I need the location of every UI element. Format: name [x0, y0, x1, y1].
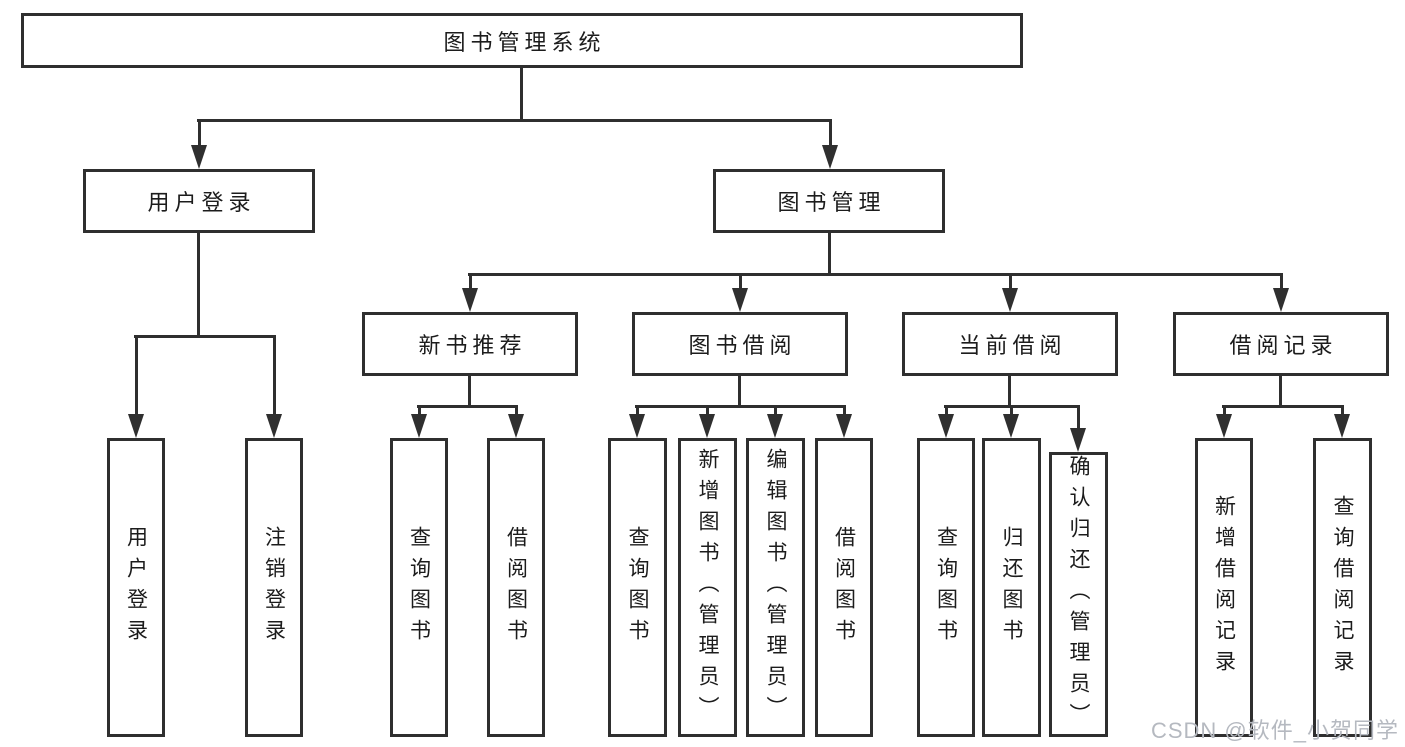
arrow-down-icon	[411, 405, 427, 438]
node-user-login: 用户登录	[83, 169, 315, 233]
connector-user-login-stub	[197, 233, 200, 335]
arrow-down-icon	[266, 335, 282, 438]
arrow-down-icon	[128, 335, 144, 438]
arrow-down-icon	[629, 405, 645, 438]
node-label: 用户登录	[147, 190, 256, 215]
connector-root-stub	[520, 68, 523, 119]
node-label: 查询图书	[407, 525, 431, 650]
connector-book-management-stub	[828, 233, 831, 273]
csdn-watermark: CSDN @软件_小贺同学	[1150, 718, 1399, 743]
arrow-down-icon	[767, 405, 783, 438]
node-label: 用户登录	[124, 525, 148, 650]
leaf-return-books: 归还图书	[982, 438, 1041, 737]
connector-user-login-split	[134, 335, 276, 338]
connector-borrow-records-stub	[1279, 376, 1282, 405]
leaf-query-books-recommend: 查询图书	[390, 438, 448, 737]
connector-book-borrow-stub	[738, 376, 741, 405]
connector-borrow-records-split	[1222, 405, 1344, 408]
leaf-query-books-current: 查询图书	[917, 438, 975, 737]
arrow-down-icon	[1216, 405, 1232, 438]
arrow-down-icon	[1070, 405, 1086, 452]
arrow-down-icon	[1003, 405, 1019, 438]
connector-current-borrow-stub	[1008, 376, 1011, 405]
leaf-borrow-books-recommend: 借阅图书	[487, 438, 545, 737]
arrow-down-icon	[822, 119, 838, 169]
node-label: 借阅记录	[1229, 333, 1338, 358]
arrow-down-icon	[938, 405, 954, 438]
connector-new-book-split	[417, 405, 518, 408]
node-label: 图书借阅	[688, 333, 797, 358]
node-label: 新增图书（管理员）	[696, 448, 719, 727]
node-label: 借阅图书	[504, 525, 528, 650]
leaf-user-login: 用户登录	[107, 438, 165, 737]
node-new-book-recommendation: 新书推荐	[362, 312, 578, 376]
arrow-down-icon	[508, 405, 524, 438]
leaf-add-borrow-record: 新增借阅记录	[1195, 438, 1253, 737]
node-label: 编辑图书（管理员）	[764, 448, 787, 727]
arrow-down-icon	[1002, 273, 1018, 312]
node-label: 注销登录	[262, 525, 286, 650]
leaf-confirm-return-admin: 确认归还（管理员）	[1049, 452, 1108, 737]
connector-root-split	[197, 119, 832, 122]
arrow-down-icon	[732, 273, 748, 312]
connector-book-borrow-split	[635, 405, 846, 408]
connector-new-book-stub	[468, 376, 471, 405]
node-book-borrowing: 图书借阅	[632, 312, 848, 376]
arrow-down-icon	[1334, 405, 1350, 438]
arrow-down-icon	[1273, 273, 1289, 312]
node-label: 新增借阅记录	[1212, 494, 1236, 681]
arrow-down-icon	[191, 119, 207, 169]
node-label: 查询图书	[626, 525, 649, 650]
node-current-borrowing: 当前借阅	[902, 312, 1118, 376]
leaf-query-books-borrow: 查询图书	[608, 438, 667, 737]
node-library-management-system: 图书管理系统	[21, 13, 1023, 68]
leaf-logout: 注销登录	[245, 438, 303, 737]
node-label: 归还图书	[1000, 525, 1023, 650]
node-label: 新书推荐	[418, 333, 527, 358]
node-label: 确认归还（管理员）	[1067, 455, 1090, 734]
node-label: 借阅图书	[832, 525, 856, 650]
node-label: 查询图书	[934, 525, 958, 650]
arrow-down-icon	[699, 405, 715, 438]
leaf-add-books-admin: 新增图书（管理员）	[678, 438, 737, 737]
node-book-management: 图书管理	[713, 169, 945, 233]
node-label: 当前借阅	[958, 333, 1067, 358]
node-label: 查询借阅记录	[1331, 494, 1354, 681]
node-label: 图书管理	[777, 190, 886, 215]
leaf-query-borrow-record: 查询借阅记录	[1313, 438, 1372, 737]
node-label: 图书管理系统	[443, 29, 606, 55]
arrow-down-icon	[836, 405, 852, 438]
arrow-down-icon	[462, 273, 478, 312]
leaf-borrow-books: 借阅图书	[815, 438, 873, 737]
node-borrowing-records: 借阅记录	[1173, 312, 1389, 376]
leaf-edit-books-admin: 编辑图书（管理员）	[746, 438, 805, 737]
connector-book-management-split	[468, 273, 1283, 276]
